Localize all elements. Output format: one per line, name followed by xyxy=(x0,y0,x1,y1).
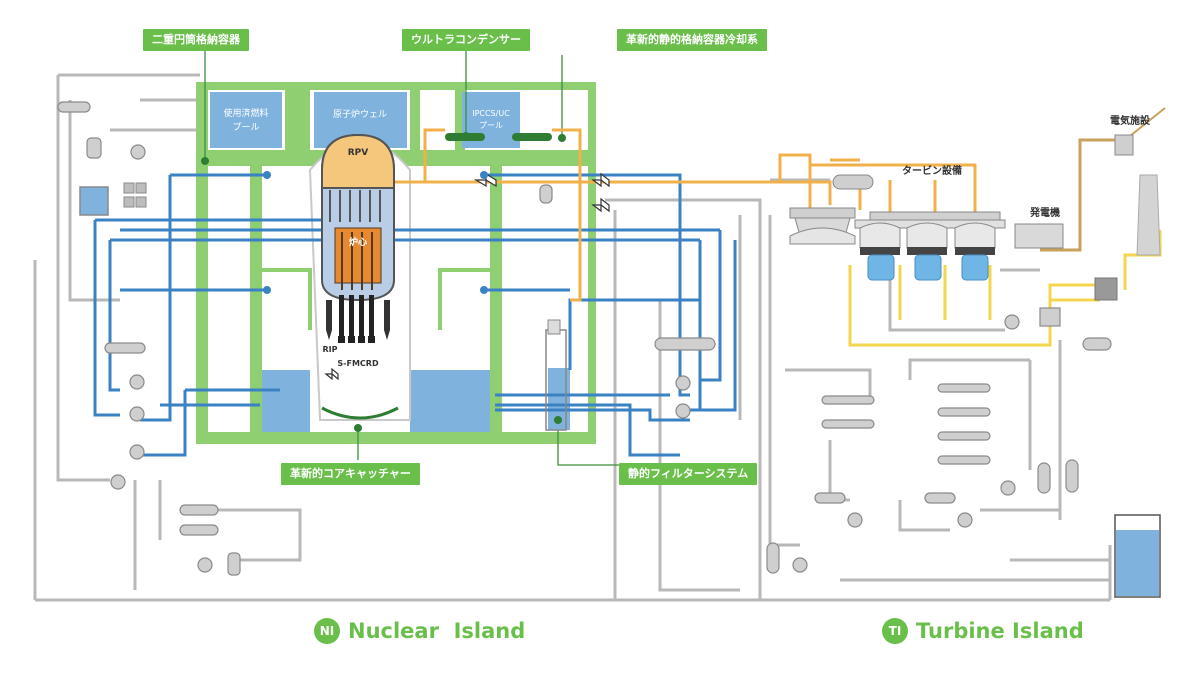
power-line xyxy=(1040,138,1120,252)
generator-label: 発電機 xyxy=(1029,206,1060,219)
equipment xyxy=(57,101,1112,576)
filter-tank xyxy=(548,368,570,430)
nuclear-island-text: Nuclear Island xyxy=(348,619,526,643)
pump-icon xyxy=(110,474,126,490)
filter-blocks xyxy=(123,182,147,208)
passive-lines xyxy=(204,46,620,466)
core-label: 炉心 xyxy=(349,236,367,248)
suppression-pool-right xyxy=(410,370,490,432)
pump-icon xyxy=(957,512,973,528)
pump-icon xyxy=(1004,314,1020,330)
spent-fuel-pool xyxy=(210,92,282,148)
nuclear-island-badge: NI xyxy=(314,618,340,644)
pump-icon xyxy=(1000,480,1016,496)
valve-icon xyxy=(473,172,497,188)
pump-icon xyxy=(792,557,808,573)
rpv-label: RPV xyxy=(348,148,369,158)
pump-icon xyxy=(129,444,145,460)
ipccs-pool-label: IPCCS/UC xyxy=(472,109,510,118)
turbine-island-text: Turbine Island xyxy=(916,619,1084,643)
ipccs-pool-label-2: プール xyxy=(479,121,503,130)
pump-icon xyxy=(129,374,145,390)
callout-core-catcher: 革新的コアキャッチャー xyxy=(281,463,420,485)
spent-fuel-pool-label: 使用済燃料 xyxy=(223,107,268,119)
core-catcher xyxy=(321,406,399,420)
storage-tank xyxy=(79,186,109,216)
turbine-label: タービン設備 xyxy=(902,164,962,177)
spray-nozzles xyxy=(263,171,488,294)
sfmcrd-label: S-FMCRD xyxy=(337,359,379,368)
reactor-well-label: 原子炉ウェル xyxy=(333,108,387,120)
turbine-island-label: TI Turbine Island xyxy=(882,618,1084,644)
rip-label: RIP xyxy=(323,345,338,354)
ultra-condenser-right xyxy=(512,133,552,141)
turbine-island-badge: TI xyxy=(882,618,908,644)
pump-icon xyxy=(197,557,213,573)
callout-static-filter: 静的フィルターシステム xyxy=(619,463,758,485)
nuclear-island-label: NI Nuclear Island xyxy=(314,618,525,644)
pump-icon xyxy=(675,403,691,419)
rpv xyxy=(321,133,395,343)
pump-icon xyxy=(847,512,863,528)
ultra-condenser-left xyxy=(445,133,485,141)
steam-lines xyxy=(392,128,977,302)
pump-icon xyxy=(675,375,691,391)
valve-icon xyxy=(324,367,339,381)
valves xyxy=(324,172,610,381)
pump-icon xyxy=(130,144,146,160)
callout-passive-cooling: 革新的静的格納容器冷却系 xyxy=(617,29,767,51)
suppression-pool-left xyxy=(262,370,310,432)
pump-icon xyxy=(129,406,145,422)
turbine-equipment xyxy=(789,134,1161,301)
valve-icon xyxy=(591,172,610,188)
gray-piping xyxy=(33,73,1112,602)
spent-fuel-pool-label-2: プール xyxy=(232,122,259,133)
callout-ultra-condenser: ウルトラコンデンサー xyxy=(402,29,530,51)
electric-facility-label: 電気施設 xyxy=(1110,114,1151,127)
callout-double-cylinder-containment: 二重円筒格納容器 xyxy=(143,29,249,51)
valve-icon xyxy=(591,197,610,213)
